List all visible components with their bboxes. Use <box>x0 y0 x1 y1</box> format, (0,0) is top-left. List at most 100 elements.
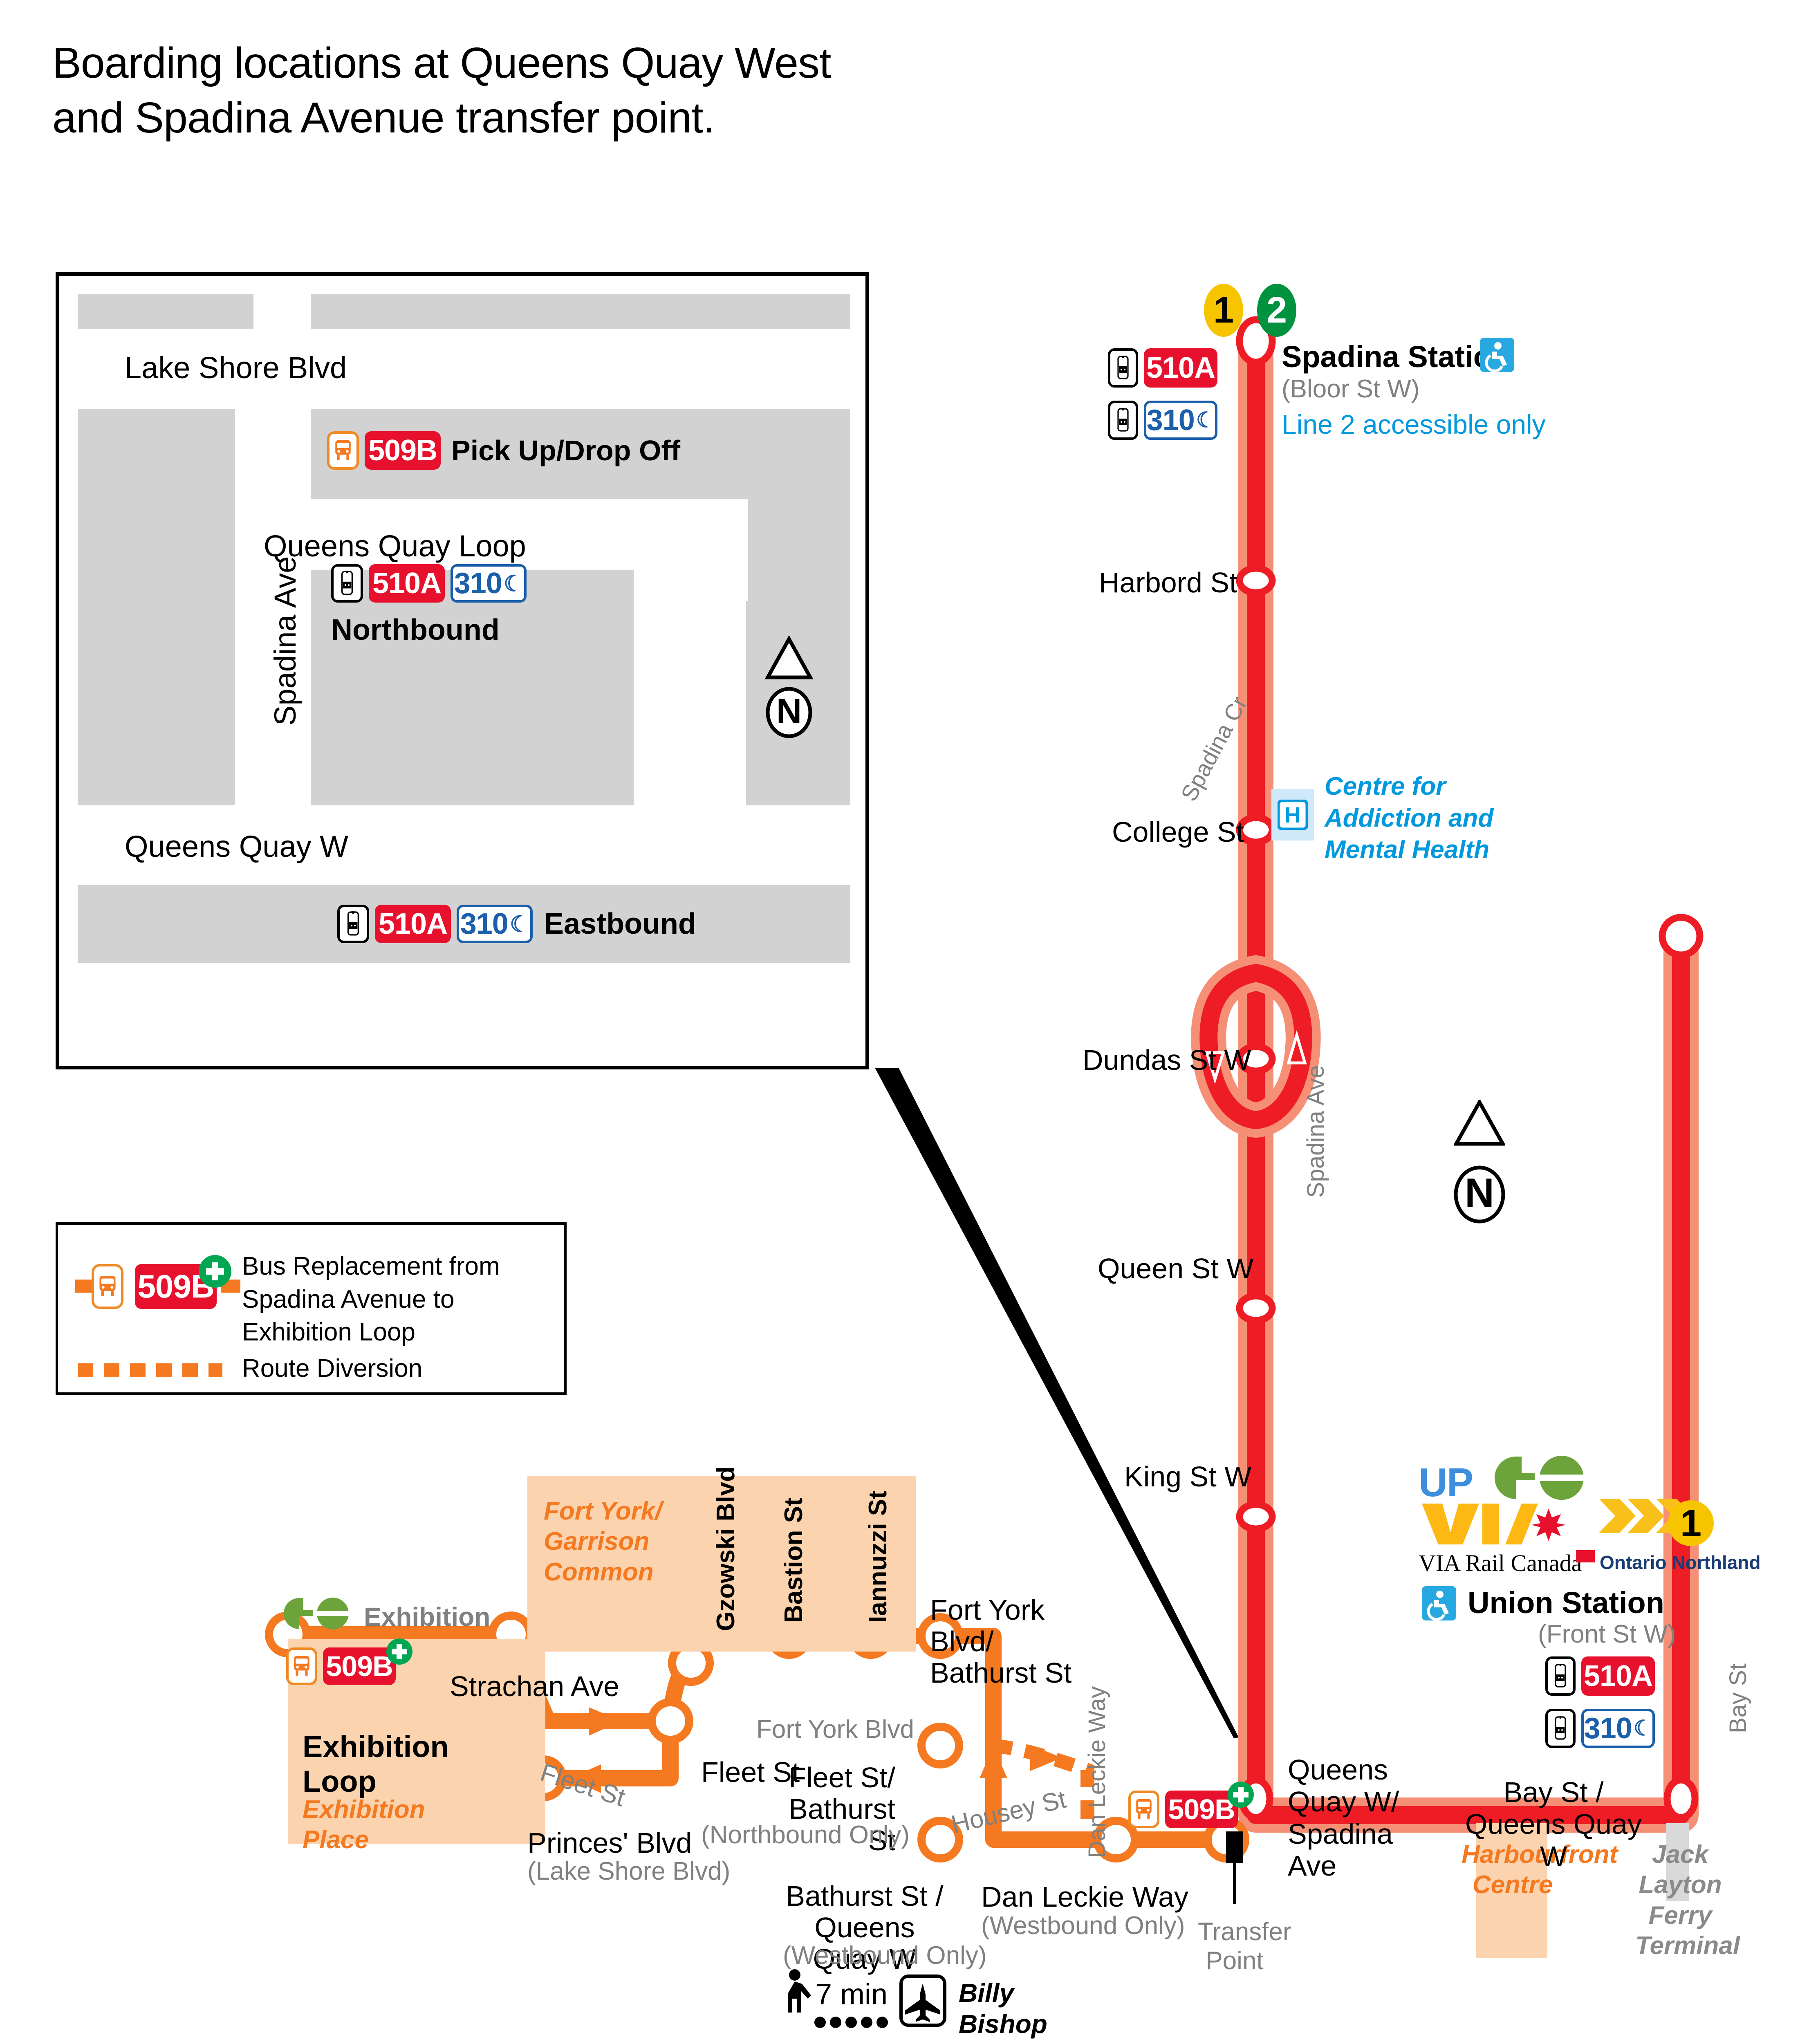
station-label-dundas: Dundas St W <box>1083 1044 1251 1076</box>
streetcar-icon <box>337 905 369 943</box>
bus-icon <box>286 1647 317 1685</box>
stop-label-fleet-st: Fleet St <box>701 1756 800 1788</box>
station-label-college: College St <box>1112 816 1244 848</box>
spadina-station-route-310: 310☾ <box>1108 401 1217 440</box>
streetcar-icon <box>331 564 363 603</box>
spadina-station-sub: (Bloor St W) <box>1282 375 1420 403</box>
plus-badge-icon <box>199 1255 231 1288</box>
streetcar-icon <box>1108 401 1138 440</box>
stop-label-princes-blvd: Princes' Blvd <box>527 1827 692 1859</box>
plus-badge-icon <box>386 1638 412 1665</box>
page-title: Boarding locations at Queens Quay West a… <box>52 39 831 142</box>
stop-sub-fleet-bathurst: (Northbound Only) <box>701 1821 910 1849</box>
inset-stop-509b: 509B Pick Up/Drop Off <box>327 431 680 470</box>
route-badge-509b: 509B <box>365 431 441 470</box>
station-label-bay-queensquay: Bay St / Queens Quay W <box>1465 1776 1642 1872</box>
station-label-queensquay-spadina: Queens Quay W/ Spadina Ave <box>1288 1754 1399 1882</box>
line-2-number: 2 <box>1266 289 1287 331</box>
accessibility-icon <box>1480 338 1514 372</box>
route-badge-310: 310☾ <box>1581 1709 1655 1748</box>
block-nw <box>78 294 253 329</box>
union-line-1-number: 1 <box>1680 1502 1702 1544</box>
inset-stop-eastbound: 510A 310☾ Eastbound <box>337 905 696 943</box>
via-rail-logo <box>1422 1504 1566 1544</box>
inset-callout-wedge <box>875 1068 1239 1738</box>
zone-label-exhibition-place: Exhibition Place <box>303 1795 425 1854</box>
block-w <box>78 409 235 805</box>
line-2-badge: 2 <box>1257 284 1296 337</box>
go-exhibition-label: Exhibition <box>364 1602 491 1632</box>
airplane-icon <box>899 1975 946 2027</box>
line-1-badge: 1 <box>1204 284 1243 337</box>
poi-jack-layton-ferry-terminal: Jack Layton Ferry Terminal <box>1635 1840 1740 1960</box>
pedestrian-walk-icon <box>788 1969 811 2013</box>
route-badge-310: 310☾ <box>1144 401 1217 440</box>
night-moon-icon: ☾ <box>1633 1717 1653 1740</box>
station-label-harbord: Harbord St <box>1099 567 1237 598</box>
legend-label-bus-replacement: Bus Replacement from Spadina Avenue to E… <box>242 1252 500 1347</box>
station-label-king: King St W <box>1124 1461 1252 1493</box>
north-arrow-main: N <box>1454 1100 1505 1230</box>
stop-sub-princes-blvd: (Lake Shore Blvd) <box>527 1857 731 1885</box>
red-line-stations <box>1236 316 1704 1821</box>
hospital-icon: H <box>1271 789 1314 840</box>
zone-jack-layton-terminal <box>1666 1823 1689 1901</box>
route-310-number: 310 <box>460 908 509 940</box>
line-1-number: 1 <box>1213 289 1234 331</box>
route-310-number: 310 <box>454 567 502 600</box>
svg-text:H: H <box>1285 803 1301 827</box>
union-station-sub: (Front St W) <box>1538 1620 1676 1648</box>
go-transit-logo <box>284 1598 351 1629</box>
street-label-bay-st: Bay St <box>1725 1663 1751 1733</box>
transfer-point-marker <box>1226 1831 1243 1904</box>
zone-fort-york-garrison-common <box>527 1476 916 1652</box>
inset-eastbound-label: Eastbound <box>544 908 696 940</box>
route-badge-509b: 509B <box>323 1647 396 1685</box>
dashed-orange-line <box>78 1363 222 1377</box>
inset-stop-509b-label: Pick Up/Drop Off <box>451 435 681 466</box>
inset-street-spadina-ave: Spadina Ave <box>268 556 302 726</box>
street-label-gzowski-blvd: Gzowski Blvd <box>712 1466 740 1631</box>
ontario-northland-wordmark: Ontario Northland <box>1600 1552 1761 1573</box>
accessibility-icon <box>1422 1586 1456 1620</box>
spadina-station-route-510a: 510A <box>1108 348 1217 388</box>
route-310-number: 310 <box>1146 404 1195 437</box>
route-badge-310: 310☾ <box>451 564 527 603</box>
stop-label-fortyork-bathurst: Fort York Blvd/ Bathurst St <box>930 1594 1072 1689</box>
svg-text:N: N <box>1465 1170 1494 1216</box>
route-badge-509b: 509B <box>1165 1791 1238 1828</box>
union-station-name: Union Station <box>1468 1586 1664 1620</box>
stop-sub-bathurst-queensquay: (Westbound Only) <box>783 1941 987 1970</box>
stop-label-fleet-bathurst: Fleet St/ Bathurst St <box>789 1762 895 1856</box>
union-route-310: 310☾ <box>1545 1709 1655 1748</box>
inset-street-queens-quay-w: Queens Quay W <box>125 829 349 863</box>
go-transit-logo <box>1495 1456 1587 1500</box>
street-label-iannuzzi-st: Iannuzzi St <box>864 1490 892 1623</box>
street-label-dan-leckie-way: Dan Leckie Way <box>1084 1686 1110 1858</box>
walk-dots-icon <box>814 2017 888 2028</box>
stop-label-exhibition-loop: Exhibition Loop <box>303 1730 449 1799</box>
stop-label-bathurst-queensquay: Bathurst St / Queens Quay W <box>786 1880 944 1975</box>
walk-time-label: 7 min <box>816 1978 888 2011</box>
legend-box: 509B Bus Replacement from Spadina Avenue… <box>56 1222 567 1395</box>
night-moon-icon: ☾ <box>1196 408 1215 432</box>
zone-label-fort-york: Fort York/ Garrison Common <box>544 1497 662 1586</box>
via-rail-wordmark: VIA Rail Canada <box>1419 1550 1582 1576</box>
stop-sub-dan-leckie: (Westbound Only) <box>981 1912 1185 1940</box>
inset-stop-northbound: 510A 310☾ <box>331 564 527 603</box>
canada-flag-icon <box>1576 1550 1595 1562</box>
poi-camh-label: Centre for Addiction and Mental Health <box>1325 772 1494 864</box>
inset-street-queens-quay-loop: Queens Quay Loop <box>264 529 526 563</box>
poi-harbourfront-centre: Harbourfront Centre <box>1462 1840 1618 1899</box>
block-ne <box>311 294 850 329</box>
zone-harbourfront-centre <box>1476 1823 1547 1958</box>
loop-corner-cut <box>634 499 748 601</box>
route-badge-510a: 510A <box>369 564 445 603</box>
north-arrow-inset: N <box>764 636 814 738</box>
spadina-station-name: Spadina Station <box>1282 340 1511 374</box>
route-310-number: 310 <box>1584 1712 1632 1745</box>
bus-icon <box>1128 1791 1159 1828</box>
transfer-509b-chip: 509B <box>1128 1791 1238 1828</box>
night-moon-icon: ☾ <box>503 571 523 596</box>
spadina-station-note: Line 2 accessible only <box>1282 409 1546 439</box>
